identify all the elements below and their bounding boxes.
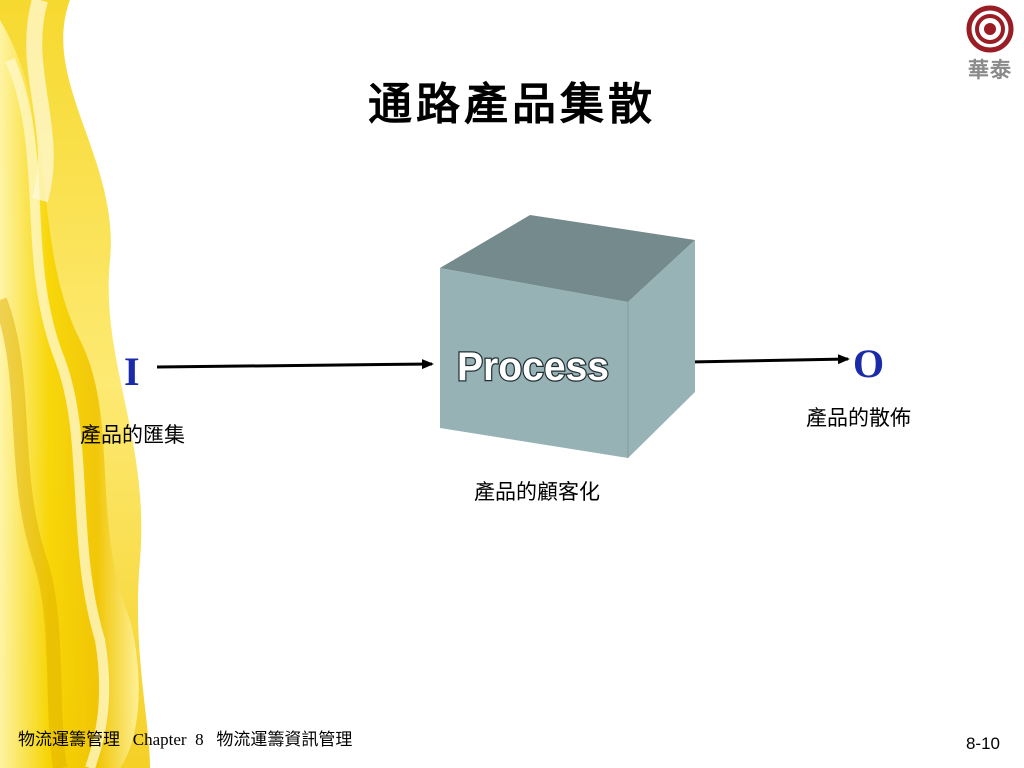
footer-chapter-text: 物流運籌管理 Chapter 8 物流運籌資訊管理 [18,730,353,749]
process-cube [440,215,695,458]
decorative-ribbon-art [0,0,150,768]
input-label: I [124,349,140,394]
cube-front-face [440,268,628,458]
slide-title: 通路產品集散 [368,79,656,130]
input-caption: 產品的匯集 [80,423,185,447]
cube-side-face [628,240,695,458]
output-caption: 產品的散佈 [806,406,911,430]
process-label: Process [457,345,609,389]
company-logo: 華泰 [958,4,1022,84]
process-caption: 產品的顧客化 [474,480,600,504]
cube-top-face [440,215,695,302]
input-arrow [156,359,434,370]
output-label: O [853,341,885,386]
page-number: 8-10 [965,734,1000,753]
logo-rings-icon [966,5,1014,53]
logo-text: 華泰 [968,58,1012,82]
